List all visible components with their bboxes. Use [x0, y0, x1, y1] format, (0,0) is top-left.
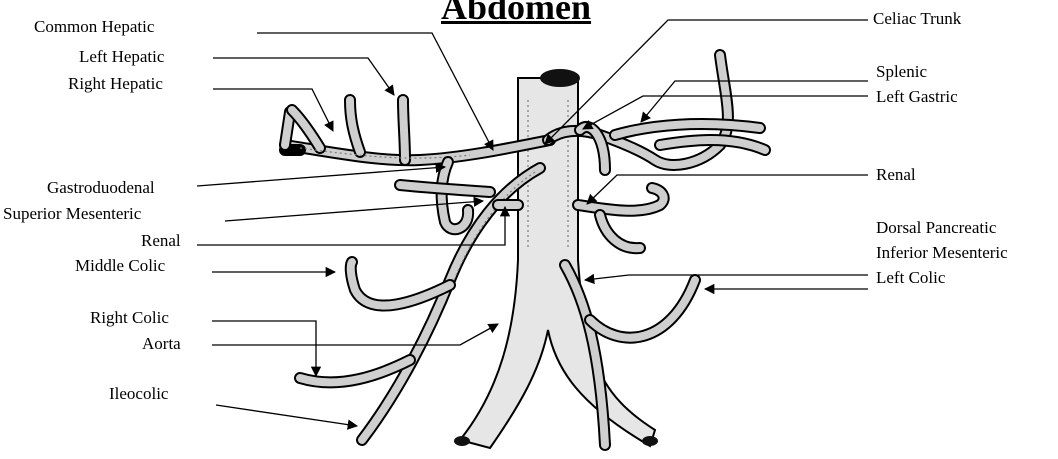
label-ileocolic: Ileocolic [109, 384, 168, 403]
hepatic-arteries [285, 100, 550, 160]
label-renal-left: Renal [141, 231, 181, 250]
label-aorta: Aorta [142, 334, 181, 353]
label-common-hepatic: Common Hepatic [34, 17, 154, 36]
label-gastroduodenal: Gastroduodenal [47, 178, 155, 197]
label-superior-mesenteric: Superior Mesenteric [3, 204, 141, 223]
label-middle-colic: Middle Colic [75, 256, 165, 275]
label-celiac-trunk: Celiac Trunk [873, 9, 961, 28]
label-inferior-mesenteric: Inferior Mesenteric [876, 243, 1008, 262]
middle-colic-artery [351, 262, 450, 306]
label-right-colic: Right Colic [90, 308, 169, 327]
label-right-hepatic: Right Hepatic [68, 74, 163, 93]
label-renal-right: Renal [876, 165, 916, 184]
label-left-hepatic: Left Hepatic [79, 47, 164, 66]
label-left-colic: Left Colic [876, 268, 945, 287]
label-left-gastric: Left Gastric [876, 87, 958, 106]
celiac-branches [548, 55, 765, 170]
label-dorsal-pancreatic: Dorsal Pancreatic [876, 218, 996, 237]
label-splenic: Splenic [876, 62, 927, 81]
